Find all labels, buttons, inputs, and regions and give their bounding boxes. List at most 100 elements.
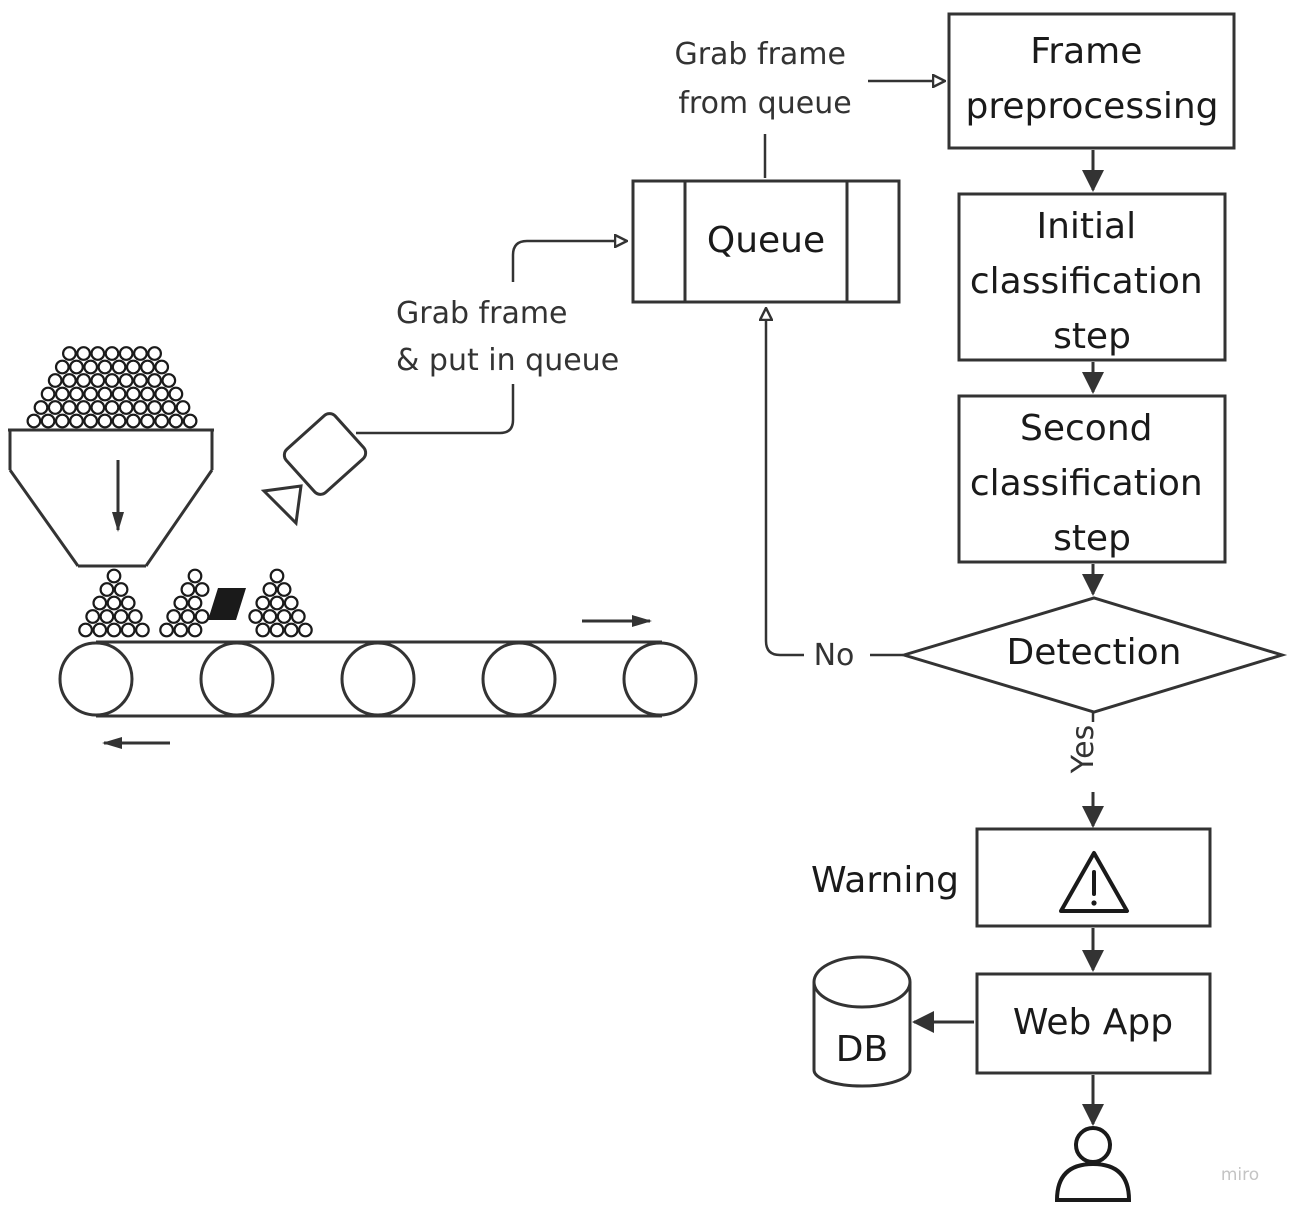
pellet: [180, 609, 196, 624]
pellet: [175, 400, 191, 415]
pellet: [269, 595, 285, 611]
pellet: [113, 609, 129, 624]
pellet: [83, 359, 99, 375]
edge-detection-no-to-queue: [766, 309, 903, 657]
pellet: [134, 622, 150, 638]
web-app-label: Web App: [1013, 1002, 1173, 1043]
pellet: [161, 373, 177, 388]
pellet: [111, 359, 127, 375]
pellet: [69, 359, 84, 375]
pellet: [104, 373, 120, 388]
detection-decision-node: Detection: [898, 596, 1288, 714]
conveyor-pellet-piles: [78, 568, 313, 638]
pellet: [47, 400, 63, 415]
initial-classification-label-line3: step: [1053, 316, 1131, 357]
grab-put-queue-label-line2: & put in queue: [396, 343, 619, 378]
grab-from-queue-label-line2: from queue: [678, 86, 851, 121]
detection-label: Detection: [1007, 632, 1182, 673]
database-cylinder-icon: DB: [812, 955, 912, 1088]
pellet: [54, 386, 70, 402]
pellet: [33, 400, 49, 415]
pellet: [83, 386, 99, 402]
frame-preprocessing-label-line2: preprocessing: [965, 86, 1218, 127]
pellet: [85, 609, 101, 624]
pellet: [255, 622, 271, 638]
pellet: [147, 346, 163, 361]
second-classification-label-line2: classification: [970, 463, 1203, 504]
pellet: [194, 582, 210, 597]
queue-node: Queue: [631, 179, 901, 304]
pellet: [154, 386, 170, 402]
pellet: [92, 622, 108, 638]
pellet: [180, 582, 196, 597]
pellet: [276, 582, 292, 597]
pellet: [62, 346, 77, 361]
svg-text:Grab frame from queue: Grab frame from queue: [674, 37, 855, 121]
pellet: [147, 373, 163, 388]
defective-item-icon: [208, 588, 246, 620]
pellet: [132, 400, 148, 415]
pellet: [161, 400, 177, 415]
svg-text:Second classification: Second classification step: [970, 408, 1214, 559]
pellet: [140, 359, 155, 375]
pellet: [269, 568, 285, 584]
pellet: [106, 568, 122, 584]
camera-icon: [260, 412, 368, 527]
pellet: [40, 386, 56, 402]
pellet: [111, 386, 127, 402]
pellet: [187, 595, 203, 611]
pellet: [262, 582, 278, 597]
svg-text:Grab frame & put in queue: Grab frame & put in queue: [396, 296, 619, 378]
db-label: DB: [836, 1029, 888, 1070]
hopper-pellet-pile: [26, 346, 198, 429]
pellet: [54, 359, 70, 375]
pellet: [147, 400, 163, 415]
pellet: [298, 622, 313, 638]
pellet: [140, 413, 155, 429]
edge-camera-to-queue: [356, 241, 626, 435]
pellet: [187, 622, 203, 638]
web-app-node: Web App: [975, 972, 1212, 1075]
pellet: [99, 582, 115, 597]
conveyor-belt: [58, 640, 698, 718]
pellet: [248, 609, 264, 624]
pellet: [104, 346, 120, 361]
pellet: [90, 346, 106, 361]
pellet: [173, 622, 189, 638]
pellet: [104, 400, 120, 415]
initial-classification-node: Initial classification step: [957, 192, 1227, 362]
pellet: [283, 622, 299, 638]
pellet: [62, 373, 77, 388]
pellet: [69, 413, 84, 429]
yes-label: Yes: [1066, 725, 1101, 774]
pellet: [26, 413, 42, 429]
pellet: [97, 386, 113, 402]
pellet: [78, 622, 93, 638]
pellet: [269, 622, 285, 638]
pellet: [97, 359, 113, 375]
pellet: [125, 413, 141, 429]
pellet: [83, 413, 99, 429]
pellet: [76, 346, 91, 361]
pellet: [69, 386, 84, 402]
pellet: [90, 400, 106, 415]
queue-label: Queue: [707, 220, 825, 261]
pellet: [262, 609, 278, 624]
pellet: [154, 359, 170, 375]
pellet: [173, 595, 189, 611]
pellet: [255, 595, 271, 611]
pellet: [111, 413, 127, 429]
pellet: [132, 346, 148, 361]
pellet: [283, 595, 299, 611]
pellet: [90, 373, 106, 388]
pellet: [92, 595, 108, 611]
miro-watermark: miro: [1221, 1165, 1259, 1185]
no-label: No: [814, 638, 855, 673]
pellet: [168, 386, 184, 402]
pellet: [76, 400, 91, 415]
warning-label: Warning: [811, 860, 959, 901]
initial-classification-label-line1: Initial: [1036, 206, 1136, 247]
pellet: [118, 400, 134, 415]
pellet: [125, 386, 141, 402]
grab-put-queue-label-line1: Grab frame: [396, 296, 568, 331]
